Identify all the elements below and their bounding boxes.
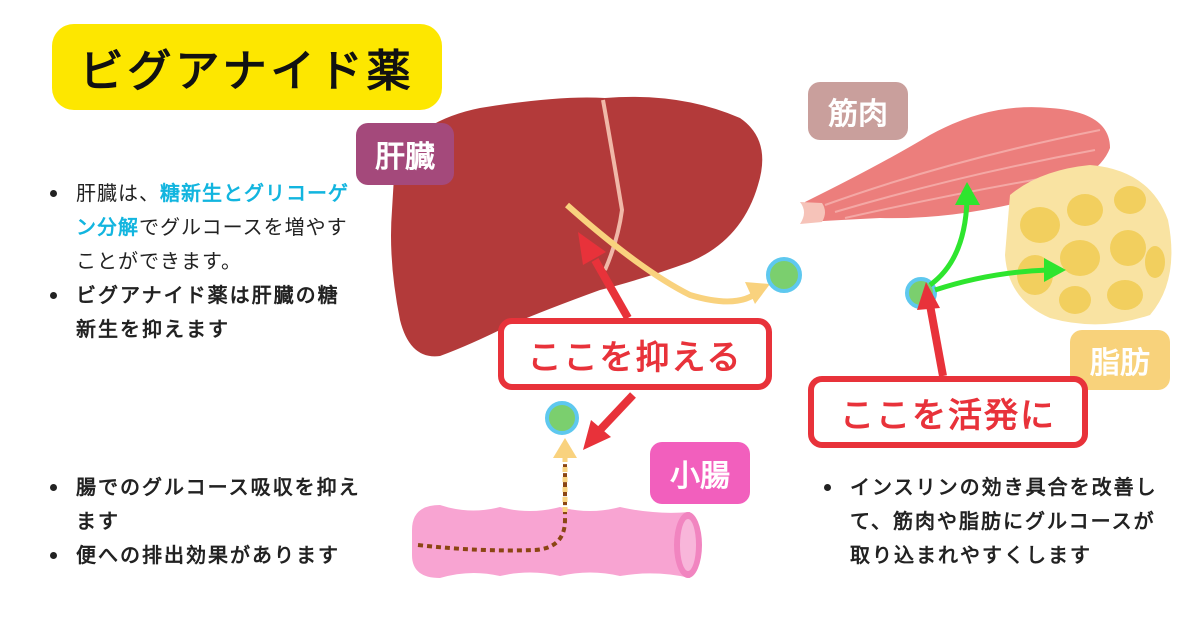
- glucose-dot-liver: [766, 257, 802, 293]
- page-title: ビグアナイド薬: [79, 46, 415, 97]
- note-text: でグルコースを増やすことができます。: [76, 215, 348, 273]
- liver-label: 肝臓: [356, 123, 454, 185]
- intestine-label: 小腸: [650, 442, 750, 504]
- suppress-intestine-arrow: [597, 392, 636, 433]
- highlight-text: 糖新生とグリコーゲン分解: [76, 181, 349, 239]
- peripheral-notes: インスリンの効き具合を改善して、筋肉や脂肪にグルコースが取り込まれやすくします: [816, 470, 1162, 572]
- absorption-path: [417, 452, 567, 553]
- list-item: 肝臓は、糖新生とグリコーゲン分解でグルコースを増やすことができます。: [42, 176, 352, 278]
- liver-notes: 肝臓は、糖新生とグリコーゲン分解でグルコースを増やすことができます。 ビグアナイ…: [42, 176, 352, 346]
- absorption-arrowhead: [553, 438, 577, 458]
- intestine-notes: 腸でのグルコース吸収を抑えます 便への排出効果があります: [42, 470, 382, 572]
- fat-illustration: [1005, 165, 1172, 325]
- activate-uptake-arrow: [926, 304, 947, 377]
- liver-illustration: [391, 96, 763, 357]
- muscle-label: 筋肉: [808, 82, 908, 140]
- glucose-dot-intestine: [545, 401, 579, 435]
- list-item: インスリンの効き具合を改善して、筋肉や脂肪にグルコースが取り込まれやすくします: [816, 470, 1162, 572]
- list-item: 便への排出効果があります: [42, 538, 382, 572]
- activate-callout: ここを活発に: [808, 376, 1088, 448]
- title-banner: ビグアナイド薬: [52, 24, 442, 110]
- suppress-callout: ここを抑える: [498, 318, 772, 390]
- note-text: 肝臓は、: [76, 181, 160, 205]
- glucose-output-arrow: [565, 202, 763, 305]
- fat-uptake-arrow: [934, 267, 1049, 293]
- suppress-liver-arrow: [591, 258, 632, 320]
- intestine-illustration: [412, 438, 702, 578]
- list-item: 腸でのグルコース吸収を抑えます: [42, 470, 382, 538]
- fat-label: 脂肪: [1070, 330, 1170, 390]
- muscle-uptake-arrow: [928, 199, 970, 288]
- list-item: ビグアナイド薬は肝臓の糖新生を抑えます: [42, 278, 352, 346]
